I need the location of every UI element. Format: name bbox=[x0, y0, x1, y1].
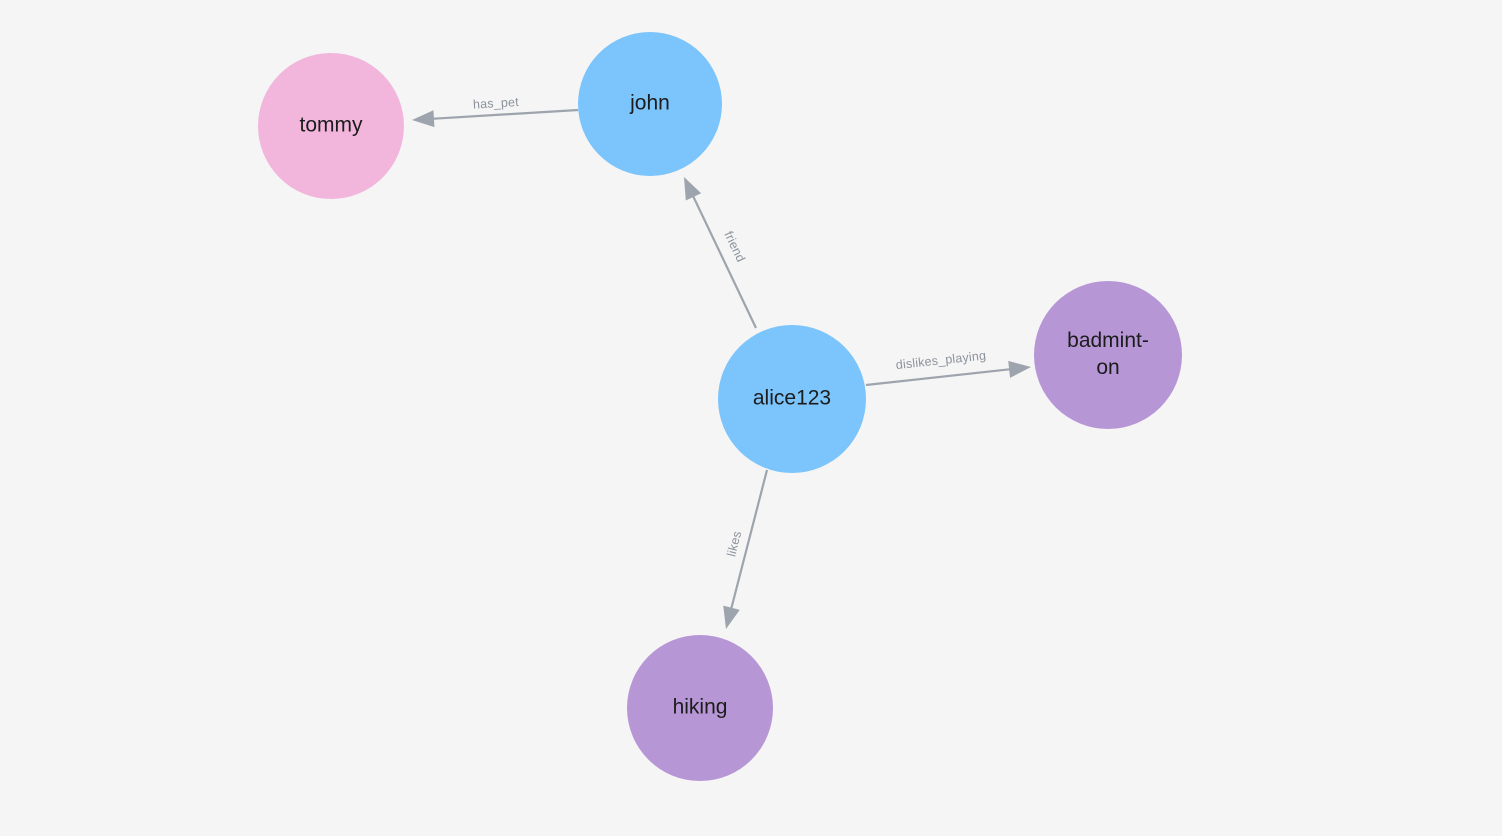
graph-node-john[interactable]: john bbox=[578, 32, 722, 176]
graph-edge[interactable]: has_pet bbox=[412, 95, 579, 128]
node-circle[interactable] bbox=[627, 635, 773, 781]
graph-node-tommy[interactable]: tommy bbox=[258, 53, 404, 199]
node-circle[interactable] bbox=[1034, 281, 1182, 429]
node-circle[interactable] bbox=[718, 325, 866, 473]
graph-edge[interactable]: likes bbox=[723, 469, 769, 629]
graph-node-badminton[interactable]: badmint-on bbox=[1034, 281, 1182, 429]
edge-label: friend bbox=[721, 229, 748, 264]
graph-node-hiking[interactable]: hiking bbox=[627, 635, 773, 781]
edge-arrowhead-icon bbox=[1008, 360, 1031, 378]
edge-label: likes bbox=[724, 529, 744, 558]
edge-label: dislikes_playing bbox=[895, 348, 987, 372]
node-circle[interactable] bbox=[578, 32, 722, 176]
edge-line bbox=[865, 367, 1016, 387]
graph-edge[interactable]: friend bbox=[684, 177, 757, 329]
edge-line bbox=[689, 190, 757, 329]
edge-arrowhead-icon bbox=[412, 110, 435, 128]
edge-line bbox=[728, 469, 769, 614]
edge-arrowhead-icon bbox=[684, 177, 702, 201]
nodes-layer: tommy john alice123 badmint-on hiking bbox=[258, 32, 1182, 781]
graph-edge[interactable]: dislikes_playing bbox=[865, 348, 1031, 387]
edge-label: has_pet bbox=[473, 95, 520, 112]
edge-arrowhead-icon bbox=[723, 605, 740, 629]
graph-node-alice123[interactable]: alice123 bbox=[718, 325, 866, 473]
edge-line bbox=[427, 108, 579, 121]
node-circle[interactable] bbox=[258, 53, 404, 199]
